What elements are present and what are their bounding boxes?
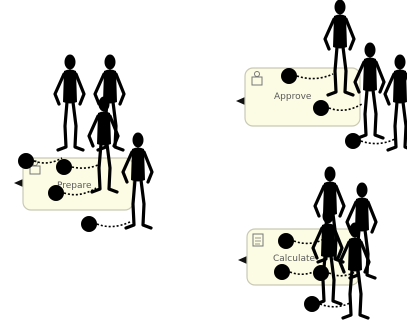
script-task-icon — [252, 233, 264, 247]
ball-and-chain-calculate — [274, 233, 356, 312]
task-box — [244, 67, 361, 127]
task-approve[interactable]: Approve — [236, 67, 361, 127]
incoming-arrow — [236, 97, 245, 105]
incoming-arrow — [14, 179, 23, 187]
task-label: Prepare — [57, 181, 92, 191]
incoming-arrow — [238, 256, 247, 264]
ball-and-chain-prepare — [18, 153, 131, 232]
user-task-icon — [251, 71, 263, 86]
task-label: Calculate — [273, 254, 315, 264]
task-label: Approve — [274, 92, 312, 102]
ball-and-chain-approve — [281, 68, 396, 149]
